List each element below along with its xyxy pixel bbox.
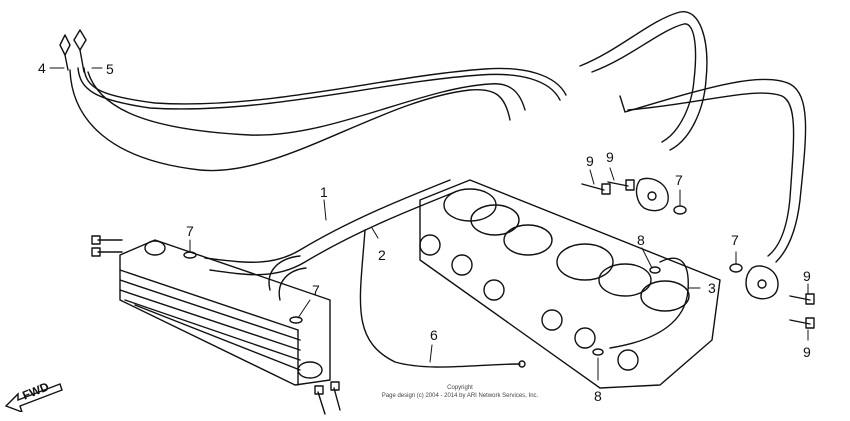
cable-end-5	[73, 29, 87, 73]
bolt-cooler-bottom-2	[330, 381, 341, 411]
callout-7d: 7	[731, 232, 739, 248]
callout-9c: 9	[803, 268, 811, 284]
leader-lines	[49, 67, 809, 381]
callout-3: 3	[708, 280, 716, 296]
o-ring-7c	[673, 205, 687, 215]
callout-2: 2	[378, 247, 386, 263]
callout-9d: 9	[803, 344, 811, 360]
oil-cooler	[119, 239, 331, 386]
bolt-9c	[789, 293, 815, 305]
bolt-9d	[789, 317, 815, 329]
callout-8b: 8	[594, 388, 602, 404]
bolt-cooler-top	[91, 235, 123, 245]
callout-4: 4	[38, 60, 46, 76]
callout-7b: 7	[312, 282, 320, 298]
copyright-line-2: Page design (c) 2004 - 2014 by ARI Netwo…	[381, 393, 539, 399]
bolt-cooler-mid	[91, 247, 123, 257]
carburetor-assembly	[419, 179, 721, 389]
vent-hose	[609, 257, 689, 349]
bolt-cooler-bottom-1	[314, 385, 326, 415]
o-ring-7b	[289, 316, 303, 324]
o-ring-7a	[183, 251, 197, 259]
oil-cooler-hose-1	[204, 179, 456, 301]
callout-9a: 9	[586, 153, 594, 169]
callout-1: 1	[320, 184, 328, 200]
clip-8b	[592, 348, 604, 356]
throttle-cable-upper	[77, 67, 567, 136]
callout-6: 6	[430, 327, 438, 343]
cable-end-4	[59, 34, 71, 71]
bolt-9a	[581, 183, 611, 195]
callout-9b: 9	[606, 149, 614, 165]
hose-fitting-right	[745, 265, 779, 300]
hose-fitting-left	[635, 177, 669, 212]
bolt-9b	[607, 179, 635, 191]
callout-5: 5	[106, 61, 114, 77]
fuel-hose-long	[69, 69, 511, 172]
copyright-line-1: Copyright	[447, 385, 473, 391]
callout-8a: 8	[637, 232, 645, 248]
forward-arrow-icon	[4, 383, 63, 412]
callout-7c: 7	[675, 172, 683, 188]
copyright-notice: Copyright Page design (c) 2004 - 2014 by…	[360, 384, 560, 400]
clip-8a	[649, 266, 661, 274]
callout-7a: 7	[186, 223, 194, 239]
breather-hose	[579, 11, 807, 263]
o-ring-7d	[729, 263, 743, 273]
choke-cable	[359, 229, 526, 368]
